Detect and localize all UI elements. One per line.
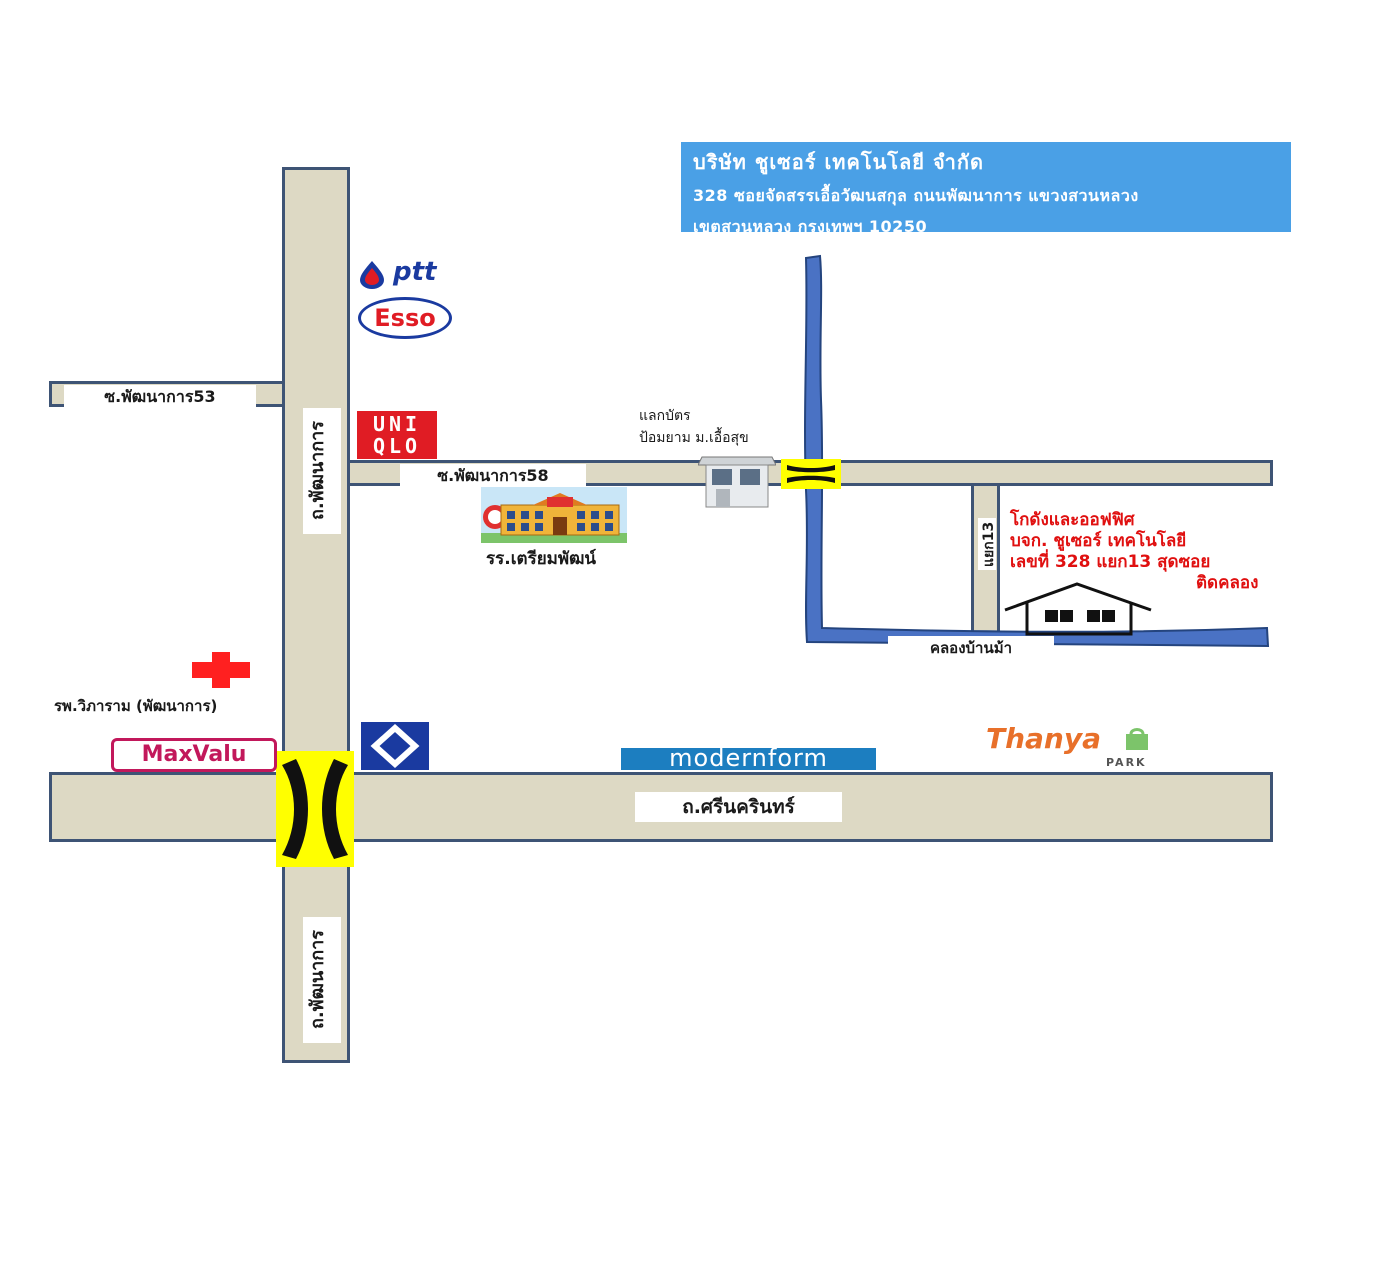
esso-logo: Esso xyxy=(358,297,452,339)
bangkok-bank-logo xyxy=(361,722,429,770)
thanya-park-logo: Thanya PARK xyxy=(986,722,1148,769)
house-icon xyxy=(1004,582,1152,636)
label-guard-line2: ป้อมยาม ม.เอื้อสุข xyxy=(639,430,749,446)
uniqlo-logo: UNI QLO xyxy=(357,411,437,459)
road-pattanakarn xyxy=(282,167,350,1063)
school-icon xyxy=(481,487,627,543)
company-name: บริษัท ชูเซอร์ เทคโนโลยี จำกัด xyxy=(693,150,985,174)
destination-line2: บจก. ชูเซอร์ เทคโนโลยี xyxy=(1010,531,1187,551)
modernform-logo: modernform xyxy=(621,744,876,772)
label-yaek-13: แยก13 xyxy=(978,518,997,570)
bridge-icon xyxy=(276,751,354,867)
company-info-box: บริษัท ชูเซอร์ เทคโนโลยี จำกัด 328 ซอยจั… xyxy=(681,142,1291,236)
destination-line3: เลขที่ 328 แยก13 สุดซอย xyxy=(1010,552,1211,572)
destination-line1: โกดังและออฟฟิศ xyxy=(1010,510,1135,530)
label-soi-58: ซ.พัฒนาการ58 xyxy=(400,464,586,489)
label-canal: คลองบ้านม้า xyxy=(888,636,1054,660)
company-address-line2: เขตสวนหลวง กรุงเทพฯ 10250 xyxy=(693,217,928,236)
guard-booth-icon xyxy=(698,456,776,508)
label-pattanakarn-lower: ถ.พัฒนาการ xyxy=(303,917,341,1043)
label-soi-53: ซ.พัฒนาการ53 xyxy=(64,385,256,410)
ptt-logo: ptt xyxy=(357,257,467,291)
label-school: รร.เตรียมพัฒน์ xyxy=(486,549,597,569)
destination-line4: ติดคลอง xyxy=(1196,573,1259,593)
company-address-line1: 328 ซอยจัดสรรเอื้อวัฒนสกุล ถนนพัฒนาการ แ… xyxy=(693,186,1139,205)
label-hospital: รพ.วิภาราม (พัฒนาการ) xyxy=(54,697,218,715)
hospital-cross-icon xyxy=(192,652,250,688)
label-guard-line1: แลกบัตร xyxy=(639,408,691,424)
maxvalu-logo: MaxValu xyxy=(111,738,277,772)
bridge-icon xyxy=(781,459,841,489)
label-pattanakarn-upper: ถ.พัฒนาการ xyxy=(303,408,341,534)
label-srinakarin: ถ.ศรีนครินทร์ xyxy=(635,792,842,822)
